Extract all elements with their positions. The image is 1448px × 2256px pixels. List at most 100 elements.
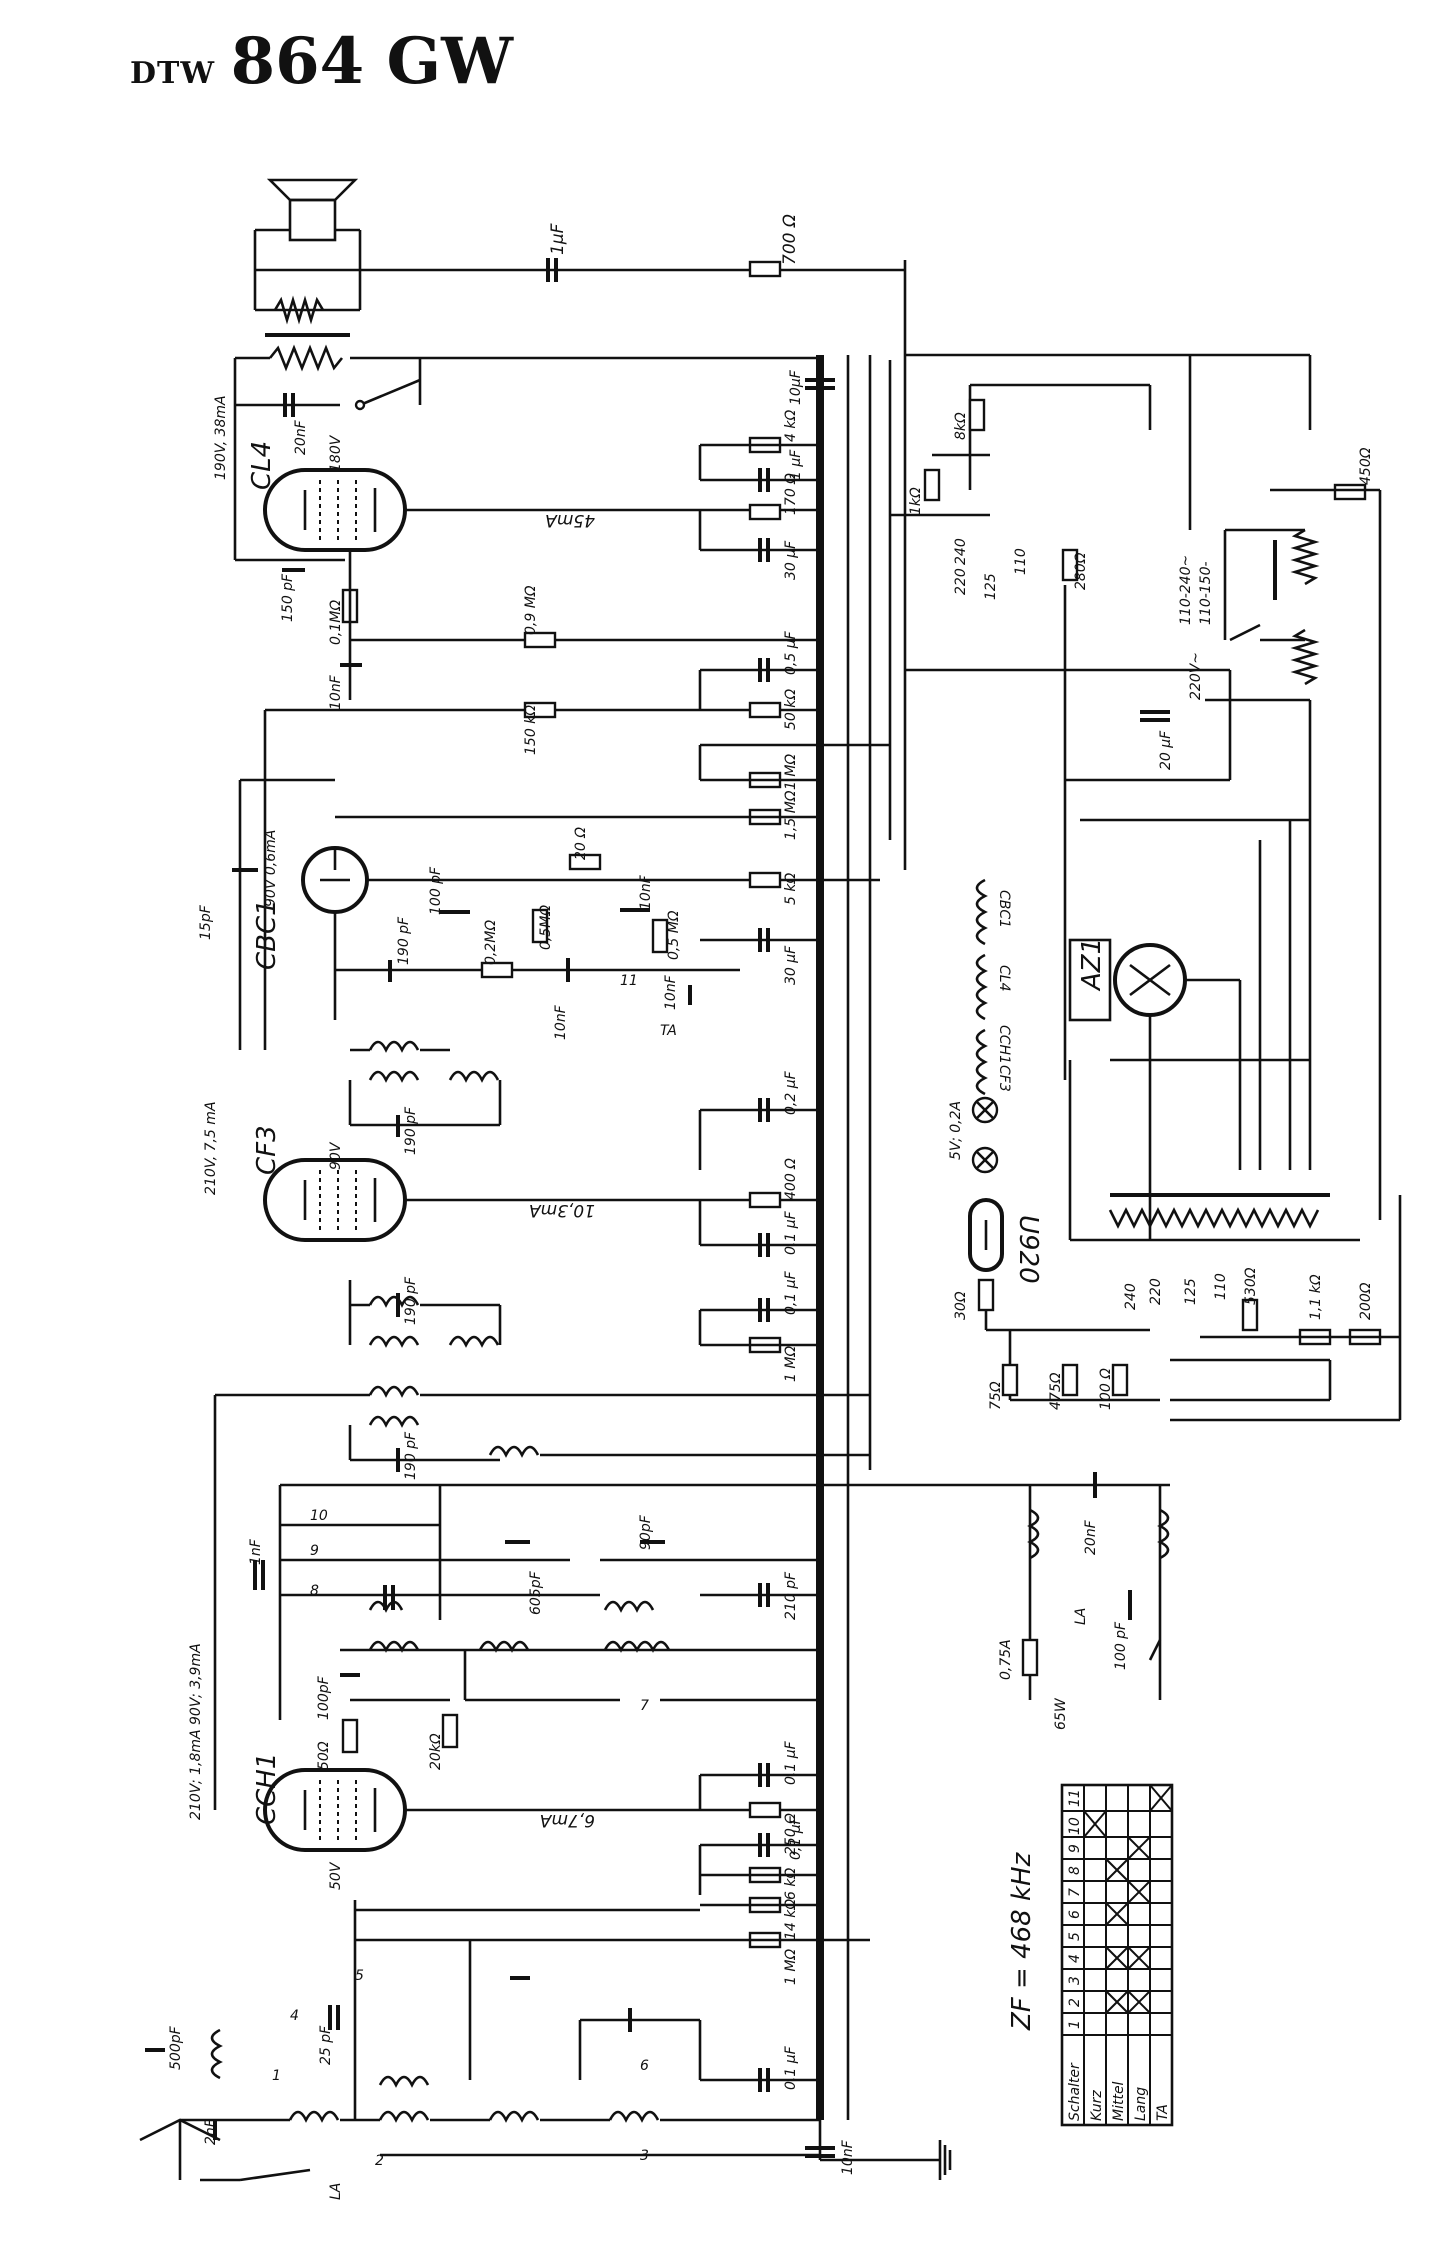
table-col-5: 5 [1067, 1932, 1083, 1941]
tap-125-label: 125 [983, 573, 999, 600]
table-mark [1105, 1990, 1129, 2014]
current-45mA: 45mA [545, 510, 595, 530]
switch-8-label: 8 [310, 1583, 319, 1599]
resistor-700 [748, 260, 782, 278]
table-mark [1127, 1990, 1151, 2014]
table-row-lang: Lang [1133, 2087, 1149, 2121]
res-200-label: 200Ω [1358, 1282, 1374, 1320]
res-1M-label: 1 MΩ [783, 754, 799, 790]
cap-10nF-cbc1-label: 10nF [553, 1004, 569, 1040]
cap-30uF-label: 30 µF [783, 540, 799, 580]
cap-0.1uF-cf3-label: 0,1 µF [783, 1210, 799, 1255]
cap-0.2uF-label: 0,2 µF [783, 1070, 799, 1115]
current-6.7mA: 6,7mA [540, 1810, 595, 1830]
resistor-50k [748, 701, 782, 719]
res-700-label: 700 Ω [780, 214, 800, 265]
xfmr-220-label: 220 [1148, 1278, 1164, 1305]
res-1.5M-label: 1,5 MΩ [783, 790, 799, 840]
table-col-9: 9 [1067, 1844, 1083, 1853]
tap-220-label: 220 [953, 568, 969, 595]
cap-20uF-ps-label: 20 µF [1158, 730, 1174, 770]
cap-10nF-ta-label: 10nF [663, 974, 679, 1010]
current-10.3mA: 10,3mA [529, 1200, 595, 1220]
table-row-kurz: Kurz [1089, 2090, 1105, 2121]
res-0.5M-label: 0,5MΩ [538, 905, 554, 950]
if-transformer-1 [368, 1040, 500, 1083]
tube-cl4 [263, 468, 407, 552]
resistor-8k [968, 398, 986, 432]
fil-cl4-label: CL4 [996, 965, 1012, 991]
cap-0.1uF-cch1-label: 0,1 µF [783, 1740, 799, 1785]
res-0.1M-label: 0,1MΩ [328, 600, 344, 645]
mains-la-label: LA [1073, 1608, 1089, 1625]
switch-5-label: 5 [355, 1968, 364, 1984]
table-mark [1127, 1836, 1151, 1860]
switch-2-label: 2 [375, 2153, 384, 2169]
lamp-rating-label: 5V; 0,2A [948, 1101, 964, 1160]
switch-10-label: 10 [310, 1508, 328, 1524]
table-mark [1105, 1858, 1129, 1882]
table-mark [1083, 1810, 1107, 1838]
res-1k-ps-label: 1kΩ [908, 487, 924, 515]
res-280-label: 280Ω [1073, 552, 1089, 590]
cf3-voltage: 90V [328, 1141, 344, 1170]
cap-20nF-mains-label: 20nF [1083, 1519, 1099, 1555]
cap-10nF-gnd-label: 10nF [840, 2139, 856, 2175]
table-header-label: Schalter [1067, 2062, 1083, 2121]
pot-100 [1111, 1363, 1129, 1397]
mains-resistor-1 [1290, 528, 1320, 586]
table-mark [1127, 1880, 1151, 1904]
xfmr-110-label: 110 [1213, 1273, 1229, 1300]
resistor-250 [748, 1801, 782, 1819]
res-75-label: 75Ω [988, 1381, 1004, 1410]
cap-30uF-cbc1-label: 30 µF [783, 945, 799, 985]
res-0.2M-label: 0,2MΩ [483, 920, 499, 965]
tube-cbc1 [301, 846, 369, 914]
res-150k-label: 150 kΩ [523, 705, 539, 755]
osc-coils [368, 1600, 671, 1653]
res-8k-label: 8kΩ [953, 412, 969, 440]
tube-u920-label: U920 [1013, 1215, 1043, 1284]
table-col-1: 1 [1067, 2020, 1083, 2029]
resistor-475 [1061, 1363, 1079, 1397]
resistor-5k [748, 871, 782, 889]
mains-chokes [1027, 1508, 1170, 1560]
mains-220-label: 220V~ [1188, 652, 1204, 700]
switch-1-label: 1 [272, 2068, 281, 2084]
resistor-1k-ps [923, 468, 941, 502]
tube-cf3 [263, 1158, 407, 1242]
switch-6-label: 6 [640, 2058, 649, 2074]
cf3-current: 210V, 7,5 mA [203, 1101, 219, 1195]
cap-25pF-label: 25 pF [318, 2025, 334, 2065]
input-coils [210, 2028, 660, 2123]
resistor-20 [568, 853, 602, 871]
res-50-label: 50Ω [316, 1741, 332, 1770]
resistor-280 [1061, 548, 1079, 582]
resistor-75 [1001, 1363, 1019, 1397]
cap-10nF-b-label: 10nF [638, 874, 654, 910]
res-4k-label: 4 kΩ [783, 410, 799, 442]
cap-100pF-mains-label: 100 pF [1113, 1621, 1129, 1670]
mains-transformer [1108, 1207, 1320, 1229]
cap-190pF-label: 190 pF [396, 916, 412, 965]
res-0.9M-label: 0,9 MΩ [523, 585, 539, 635]
resistor-450 [1333, 483, 1367, 501]
tube-cbc1-label: CBC1 [252, 899, 282, 970]
res-530-label: 530Ω [1243, 1267, 1259, 1305]
cap-1nF-label: 1nF [248, 1538, 264, 1565]
cap-15pF-label: 15pF [198, 904, 214, 940]
cap-1uF-label: 1µF [548, 223, 568, 255]
res-6k-label: 6 kΩ [783, 1868, 799, 1900]
fil-cbc1-label: CBC1 [996, 890, 1012, 928]
switch-7-label: 7 [640, 1698, 649, 1714]
cap-90pF-label: 90pF [638, 1514, 654, 1550]
table-col-11: 11 [1067, 1789, 1083, 1807]
cap-150pF-label: 150 pF [280, 573, 296, 622]
res-5k-label: 5 kΩ [783, 873, 799, 905]
tube-az1 [1113, 943, 1187, 1017]
antenna-switch [239, 2168, 311, 2182]
cl4-voltage: 180V [328, 434, 344, 472]
res-1.1k-label: 1,1 kΩ [1308, 1274, 1324, 1320]
cap-0.1uF-in-label: 0,1 µF [783, 2045, 799, 2090]
table-col-8: 8 [1067, 1866, 1083, 1875]
